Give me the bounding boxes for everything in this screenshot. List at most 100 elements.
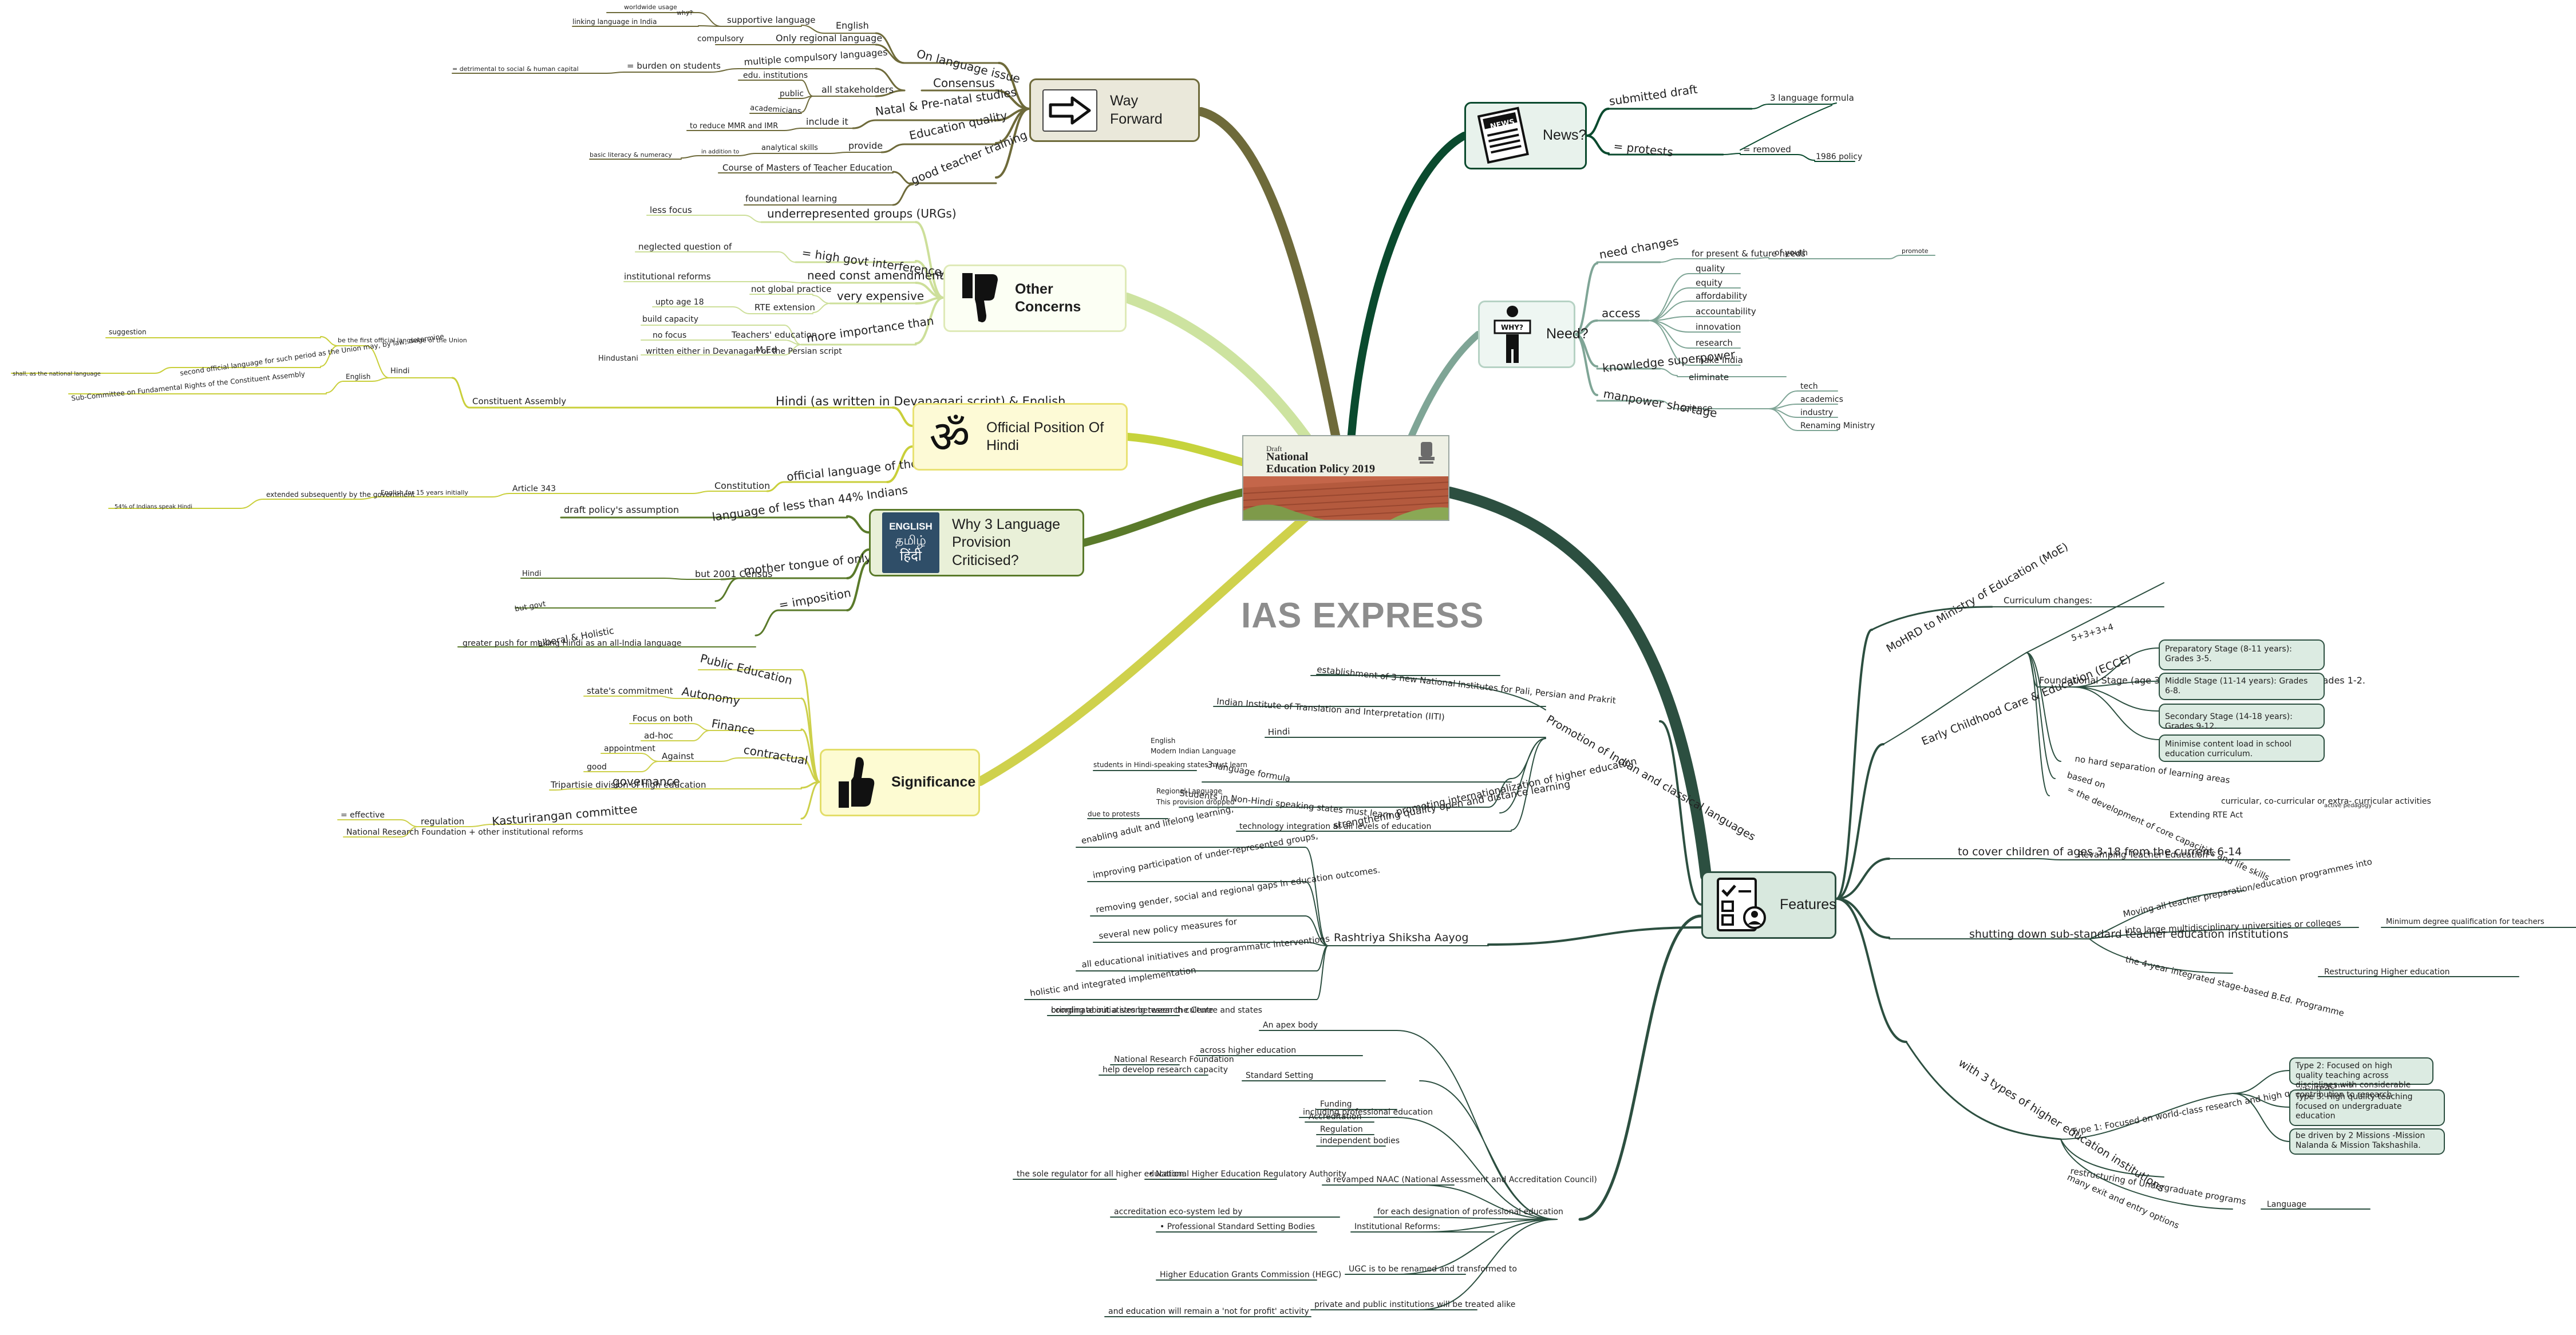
center-title-line2: Education Policy 2019 — [1266, 463, 1375, 475]
branch-label: regulation — [421, 816, 464, 827]
branch-line — [1769, 404, 1797, 409]
topic-need[interactable]: WHY? Need? — [1478, 301, 1575, 368]
branch-label: need const amendment — [807, 268, 944, 282]
branch-label: Rashtriya Shiksha Aayog — [1334, 931, 1468, 944]
branch-label: = imposition — [778, 586, 852, 612]
branch-label: to reduce MMR and IMR — [690, 122, 778, 131]
main-branch — [1084, 492, 1243, 543]
branch-label: Extending RTE Act — [2170, 811, 2243, 820]
branch-label: M.Ed — [756, 345, 777, 355]
branch-line — [1649, 274, 1689, 321]
branch-label: = burden on students — [627, 61, 721, 71]
branch-label: foundational learning — [745, 193, 837, 204]
thumbs-up-icon — [833, 754, 879, 811]
topic-label: Why 3 Language Provision Criticised? — [952, 516, 1071, 570]
branch-label: neglected question of — [638, 242, 732, 252]
branch-label: academicians — [750, 104, 801, 116]
branch-line — [1797, 155, 1815, 160]
branch-label: institutional reforms — [624, 271, 711, 282]
branch-line — [721, 758, 738, 761]
branch-line — [1575, 263, 1597, 334]
branch-label: Regional Language — [1156, 787, 1222, 795]
branch-label: upto age 18 — [655, 298, 704, 307]
main-branch — [1351, 136, 1464, 441]
branch-line — [1906, 1042, 2061, 1139]
topic-other-concerns[interactable]: Other Concerns — [943, 264, 1127, 332]
branch-line — [401, 820, 418, 827]
branch-label: edu. institutions — [743, 71, 808, 80]
branch-label: English — [836, 20, 869, 31]
branch-label: include it — [806, 116, 848, 127]
branch-label: Revamping Teacher Education — [2078, 850, 2208, 860]
branch-label: supportive language — [727, 15, 815, 25]
branch-label: Hindi — [1268, 726, 1290, 737]
branch-line — [1769, 409, 1797, 430]
branch-line — [693, 491, 710, 493]
branch-line — [1587, 136, 1609, 153]
branch-label: Hindi — [390, 367, 410, 376]
branch-label: analytical skills — [761, 144, 818, 152]
topic-significance[interactable]: Significance — [820, 749, 980, 816]
topic-way-forward[interactable]: Way Forward — [1029, 78, 1200, 142]
branch-line — [1580, 916, 1701, 1219]
topic-why-3-language-provision-criticised[interactable]: ENGLISH தமிழ் हिंदी Why 3 Language Provi… — [869, 509, 1084, 576]
dashed-relation — [1740, 105, 1832, 150]
branch-label: Course of Masters of Teacher Education — [722, 163, 892, 173]
branch-label: Renaming Ministry — [1800, 421, 1875, 430]
branch-label: Modern Indian Language — [1151, 747, 1236, 755]
branch-line — [1889, 255, 1901, 259]
branch-line — [744, 215, 761, 222]
branch-line — [1660, 259, 1677, 262]
branch-line — [664, 578, 687, 579]
branch-label: but govt — [514, 600, 546, 614]
language-icon-line3: हिंदी — [900, 548, 922, 565]
newspaper-icon: NEWS — [1477, 106, 1530, 165]
branch-line — [893, 408, 912, 426]
branch-line — [1397, 1117, 1557, 1219]
branch-label: independent bodies — [1320, 1136, 1400, 1146]
branch-label: not global practice — [751, 284, 832, 294]
branch-line — [784, 282, 801, 283]
branch-label: quality — [1696, 263, 1725, 274]
branch-label: Article 343 — [512, 484, 556, 493]
branch-label: students in Hindi-speaking states must l… — [1093, 761, 1247, 769]
topic-official-position-of-hindi[interactable]: ॐ Official Position Of Hindi — [912, 403, 1128, 471]
branch-label: draft policy's assumption — [564, 504, 679, 515]
branch-label: suggestion — [109, 328, 147, 336]
branch-label: in addition to — [701, 149, 739, 155]
branch-line — [784, 340, 801, 345]
branch-line — [607, 72, 624, 73]
topic-news[interactable]: NEWS News? — [1464, 102, 1587, 169]
branch-label: Focus on both — [633, 713, 693, 724]
center-title: NationalEducation Policy 2019 — [1266, 451, 1375, 475]
branch-label: improving participation of under-represe… — [1092, 831, 1319, 880]
topic-label: Need? — [1546, 325, 1589, 343]
branch-label: the 4-year integrated stage-based B.Ed. … — [2124, 954, 2345, 1018]
branch-label: 3 language formula — [1770, 93, 1854, 103]
branch-label: An apex body — [1263, 1021, 1318, 1030]
branch-line — [641, 753, 658, 761]
branch-line — [1587, 109, 1609, 136]
branch-label: Constitution — [714, 480, 770, 491]
topic-label: Significance — [891, 773, 975, 791]
branch-line — [1317, 946, 1328, 1000]
branch-line — [784, 128, 801, 131]
person-sign-icon: WHY? — [1491, 305, 1534, 364]
branch-label: innovation — [1696, 322, 1741, 332]
language-icon-line2: தமிழ் — [895, 532, 926, 548]
topic-label: Official Position Of Hindi — [986, 419, 1112, 455]
branch-label: access — [1602, 306, 1640, 320]
branch-line — [681, 156, 698, 158]
branch-line — [801, 25, 824, 33]
branch-label: technology integration at all levels of … — [1239, 822, 1431, 831]
branch-label: 54% of Indians speak Hindi — [114, 504, 192, 510]
branch-label: accountability — [1696, 306, 1756, 317]
topic-features[interactable]: Features — [1701, 871, 1836, 939]
branch-label: multiple compulsory languages — [744, 46, 888, 67]
branch-line — [716, 578, 738, 601]
branch-line — [1397, 1030, 1557, 1219]
branch-label: = removed — [1743, 144, 1791, 155]
branch-label: state's commitment — [587, 686, 673, 696]
branch-label: Only regional language — [776, 33, 882, 44]
